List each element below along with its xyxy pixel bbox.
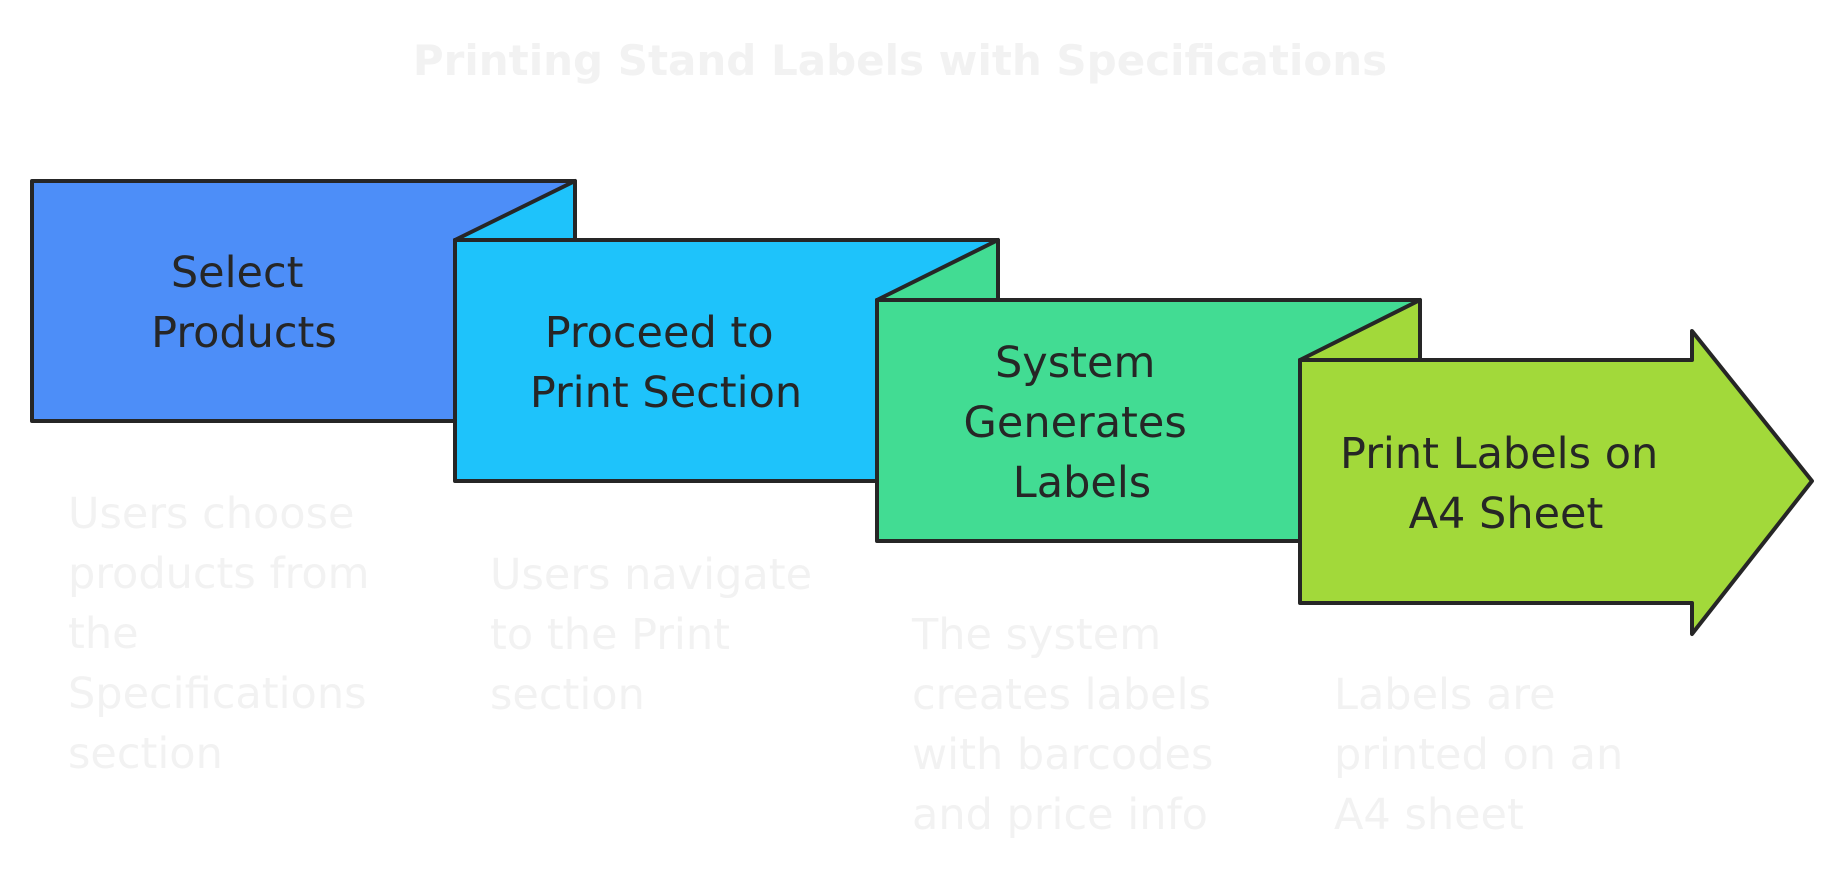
description-line: Users choose: [68, 489, 354, 539]
step-3-label-line: Generates: [964, 398, 1187, 448]
step-2-label: Proceed to Print Section: [530, 308, 802, 418]
step-4-description: Labels are printed on an A4 sheet: [1334, 670, 1637, 840]
description-line: printed on an: [1334, 730, 1623, 780]
step-4-print-labels-arrow: [1298, 329, 1814, 636]
step-2-label-line: Print Section: [530, 368, 802, 418]
step-1-label: Select Products: [151, 248, 337, 358]
diagram-title: Printing Stand Labels with Specification…: [413, 36, 1387, 85]
description-line: products from: [68, 549, 370, 599]
step-3-label-line: System: [995, 338, 1155, 388]
step-4-label-line: A4 Sheet: [1409, 489, 1604, 539]
description-line: creates labels: [912, 670, 1211, 720]
step-2-label-line: Proceed to: [545, 308, 774, 358]
fold-connector-3-4: [1298, 298, 1422, 362]
description-line: and price info: [912, 790, 1208, 840]
step-1-description: Users choose products from the Specifica…: [68, 489, 383, 779]
description-line: Users navigate: [490, 550, 812, 600]
description-line: with barcodes: [912, 730, 1213, 780]
step-4-label: Print Labels on A4 Sheet: [1340, 429, 1672, 539]
description-line: Labels are: [1334, 670, 1556, 720]
step-3-description: The system creates labels with barcodes …: [911, 610, 1227, 840]
description-line: section: [68, 729, 223, 779]
step-4-label-line: Print Labels on: [1340, 429, 1658, 479]
step-1-label-line: Products: [151, 308, 337, 358]
description-line: section: [490, 670, 645, 720]
fold-connector-2-3: [875, 238, 1000, 302]
step-3-label-line: Labels: [1013, 458, 1151, 508]
step-2-description: Users navigate to the Print section: [490, 550, 826, 720]
fold-connector-1-2: [453, 179, 577, 242]
step-3-label: System Generates Labels: [964, 338, 1201, 508]
description-line: A4 sheet: [1334, 790, 1524, 840]
description-line: The system: [911, 610, 1161, 660]
description-line: the: [68, 609, 139, 659]
description-line: Specifications: [68, 669, 366, 719]
step-1-label-line: Select: [171, 248, 304, 298]
description-line: to the Print: [490, 610, 730, 660]
